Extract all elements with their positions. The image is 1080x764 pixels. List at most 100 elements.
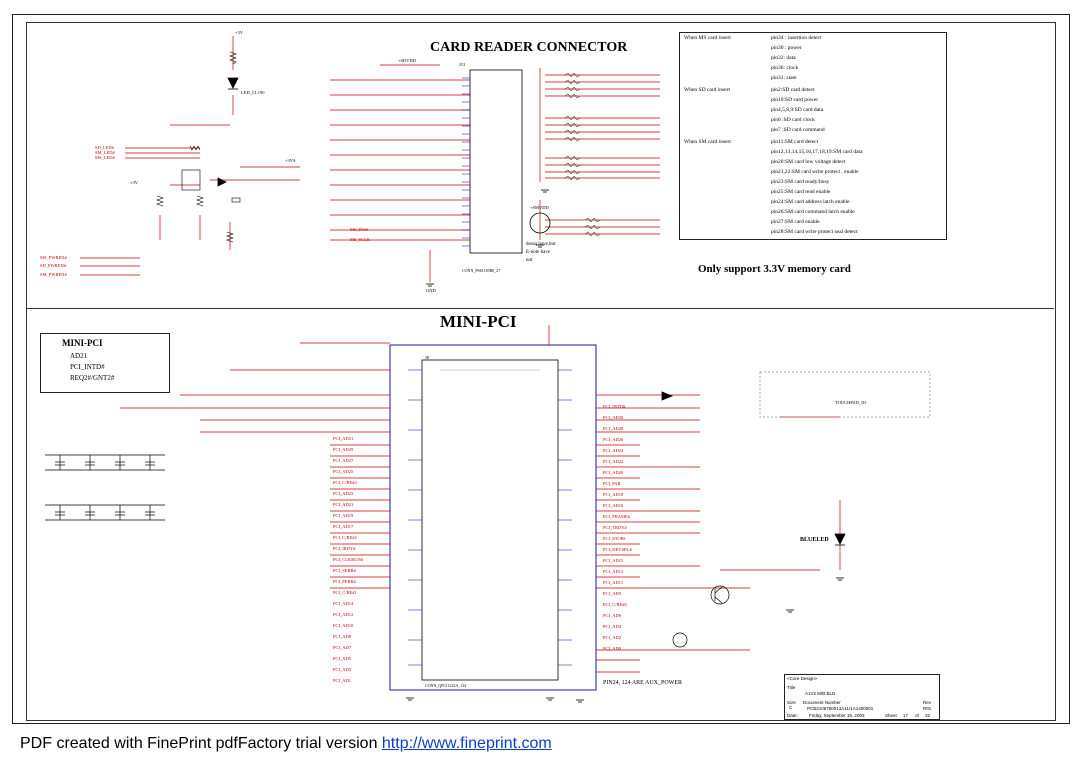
schematic-sheet (12, 14, 1070, 724)
note-line: pin34 : insertion detect (771, 35, 822, 41)
j13-connector-body (469, 69, 523, 254)
j8-right-signal: PCI_AD20 (603, 470, 624, 475)
note-line: pin27:SM card enable (771, 219, 820, 225)
note-line: pin28:SM card write protect seal detect (771, 229, 858, 235)
j8-left-signal: PCI_AD7 (333, 645, 352, 650)
j8-left-signal: PCI_AD25 (333, 469, 354, 474)
note-line: pin32: data (771, 55, 796, 61)
j8-left-signal: PCI_AD5 (333, 656, 352, 661)
j8-right-signal: PCI_AD24 (603, 448, 624, 453)
j8-left-signal: PCI_PERR# (333, 579, 356, 584)
section-divider (26, 308, 1054, 309)
j8-left-signal: PCI_AD8 (333, 634, 352, 639)
mini-pci-title: MINI-PCI (440, 312, 517, 331)
pdf-footer: PDF created with FinePrint pdfFactory tr… (20, 735, 552, 753)
j8-left-signal: PCI_IRDY# (333, 546, 356, 551)
j8-left-signal: PCI_CLKRUN# (333, 557, 364, 562)
note-line: pin4,5,8,9:SD card data (771, 107, 824, 113)
blue-led-label: BLUELED (800, 537, 829, 543)
j8-left-signal: PCI_SERR# (333, 568, 356, 573)
ms-ins-signal: MS_INS# (350, 227, 369, 232)
ms-sclk-signal: MS_SCLK (350, 237, 371, 242)
of-label: of (915, 713, 919, 718)
j8-right-signal: PCI_AD2 (603, 635, 622, 640)
j8-right-signal: PCI_AD22 (603, 459, 624, 464)
size-value: C (789, 705, 793, 710)
j8-part: CONN_QPCI1242A_124 (425, 683, 467, 688)
j8-right-signal: PCI_AD4 (603, 624, 622, 629)
j8-right-signal: PCI_C/BE#0 (603, 602, 627, 607)
j8-right-signal: PCI_STOP# (603, 536, 626, 541)
fuse-note-3: not (526, 258, 533, 263)
j8-left-signal: PCI_AD29 (333, 447, 354, 452)
note-line: pin31: state (771, 75, 797, 81)
note-line: pin6 :SD card clock (771, 117, 815, 123)
sd-led-signal: SD_LED# (95, 145, 114, 150)
note-line: pin36: clock (771, 65, 799, 71)
j8-right-signal: PCI_TRDY# (603, 525, 627, 530)
power-3vs-label: +3VS (285, 158, 296, 163)
j8-right-signal: PCI_AD18 (603, 492, 624, 497)
doc-value: PCB2106750013A11/1A1400001 (807, 706, 874, 711)
note-line: pin23:SM card ready/busy (771, 179, 830, 185)
j8-right-signal: PCI_AD0 (603, 646, 622, 651)
j8-right-signal: PCI_AD26 (603, 437, 624, 442)
j8-left-signal: PCI_AD31 (333, 436, 354, 441)
note-line: pin20:SM card low voltage detect (771, 159, 846, 165)
date-label: Date: (787, 713, 798, 718)
j8-left-signal: PCI_C/BE#1 (333, 590, 357, 595)
j8-right-signal: PCI_AD11 (603, 580, 624, 585)
ms-led-signal: MS_LED# (95, 155, 115, 160)
j8-left-signal: PCI_AD12 (333, 612, 354, 617)
doc-label: Document Number (803, 700, 841, 705)
j8-left-signal: PCI_AD21 (333, 502, 354, 507)
sm-pwren-signal: SM_PWREN# (40, 272, 67, 277)
title-label: Title (787, 685, 796, 690)
j8-left-signal: PCI_AD10 (333, 623, 354, 628)
j8-right-signal: PCI_AD13 (603, 569, 624, 574)
j8-left-signal: PCI_AD3 (333, 667, 352, 672)
j8-left-signal: PCI_AD19 (333, 513, 354, 518)
gnd-label: GND (426, 288, 436, 293)
note-line: pin25:SM card read enable (771, 189, 831, 195)
j8-right-signal: PCI_DEVSEL# (603, 547, 632, 552)
fuse-note-1: dossa have,but (526, 242, 556, 247)
footer-text: PDF created with FinePrint pdfFactory tr… (20, 735, 382, 752)
note-line: pin30 : power (771, 45, 802, 51)
mini-pci-box-title: MINI-PCI (62, 338, 103, 348)
note-line: pin21,22:SM card write protect , enable (771, 169, 859, 175)
j8-ref: J8 (425, 355, 430, 360)
note-line: pin26:SM card command latch enable (771, 209, 855, 215)
j8-right-signal: PCI_AD28 (603, 426, 624, 431)
j8-right-signal: PCI_AD15 (603, 558, 624, 563)
note-line: pin7 :SD card command (771, 127, 825, 133)
j8-right-signal: PCI_AD30 (603, 415, 624, 420)
j13-ref: J13 (459, 62, 466, 67)
rev-label: Rev (923, 700, 932, 705)
j8-left-signal: PCI_C/BE#3 (333, 480, 357, 485)
aux-power-note: PIN24, 124 ARE AUX_POWER (603, 680, 683, 686)
mini-pci-box-line-2: PCI_INTD# (70, 363, 105, 371)
note-line: pin24:SM card address latch enable (771, 199, 850, 205)
j13-part: CONN_PS61185B0_27 (462, 268, 501, 273)
j8-right-signal: PCI_PAR (603, 481, 621, 486)
j8-right-signal: PCI_AD16 (603, 503, 624, 508)
power-smvdd-label: +SMVDD (530, 205, 549, 210)
power-sdvdd-label: +SDVDD (398, 58, 417, 63)
note-line: pin2:SD card detect (771, 87, 815, 93)
fuse-note-2: E-note have (526, 250, 551, 255)
j8-right-signal: PCI_AD9 (603, 591, 622, 596)
rev-value: R01 (923, 706, 932, 711)
fineprint-link[interactable]: http://www.fineprint.com (381, 735, 552, 752)
j8-left-signal: PCI_C/BE#2 (333, 535, 357, 540)
support-note: Only support 3.3V memory card (698, 263, 851, 275)
sm-led-signal: SM_LED# (95, 150, 115, 155)
j8-right-signal: PCI_AD6 (603, 613, 622, 618)
led-label: LED_CL190 (241, 90, 265, 95)
touchpad-label: TOUCHPAD_IO (835, 400, 867, 405)
power-3v-label-2: +3V (130, 180, 139, 185)
of-value: 32 (925, 713, 931, 718)
note-mode-2: When SM card insert (684, 139, 731, 145)
note-line: pin10:SD card power (771, 97, 819, 103)
